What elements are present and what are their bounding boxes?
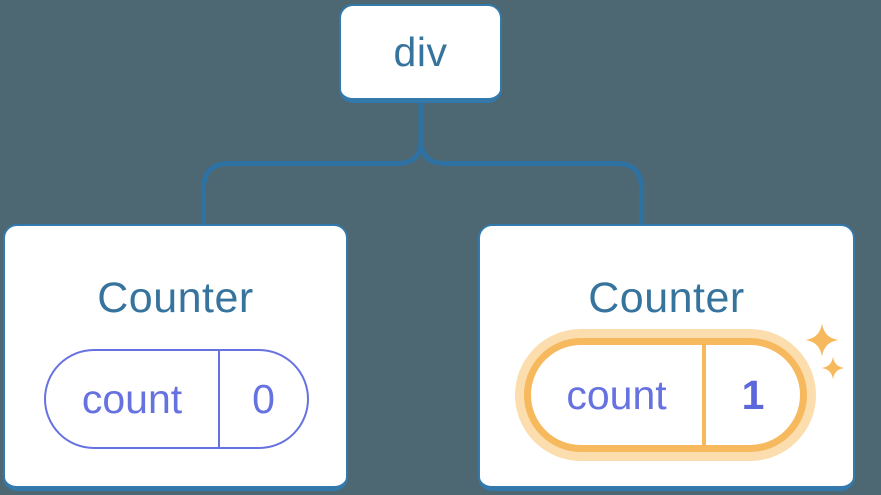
state-key-left: count: [46, 351, 220, 447]
sparkle-large-star: [805, 323, 839, 357]
state-value-right: 1: [741, 371, 765, 418]
connector-right-branch: [418, 101, 644, 226]
state-pill-right-highlighted: count 1: [524, 338, 807, 452]
counter-left-title: Counter: [97, 274, 254, 322]
root-node-div: div: [339, 4, 502, 103]
counter-card-left: Counter count 0: [3, 224, 348, 491]
connector-left-branch: [201, 101, 424, 226]
sparkle-icon: [805, 323, 845, 380]
counter-right-title: Counter: [588, 274, 745, 322]
state-value-left: 0: [252, 375, 275, 422]
state-key-right: count: [531, 345, 706, 445]
state-pill-left: count 0: [44, 349, 309, 449]
counter-card-right: Counter count 1: [478, 224, 855, 491]
root-node-label: div: [393, 28, 448, 75]
sparkle-small-star: [821, 356, 845, 380]
